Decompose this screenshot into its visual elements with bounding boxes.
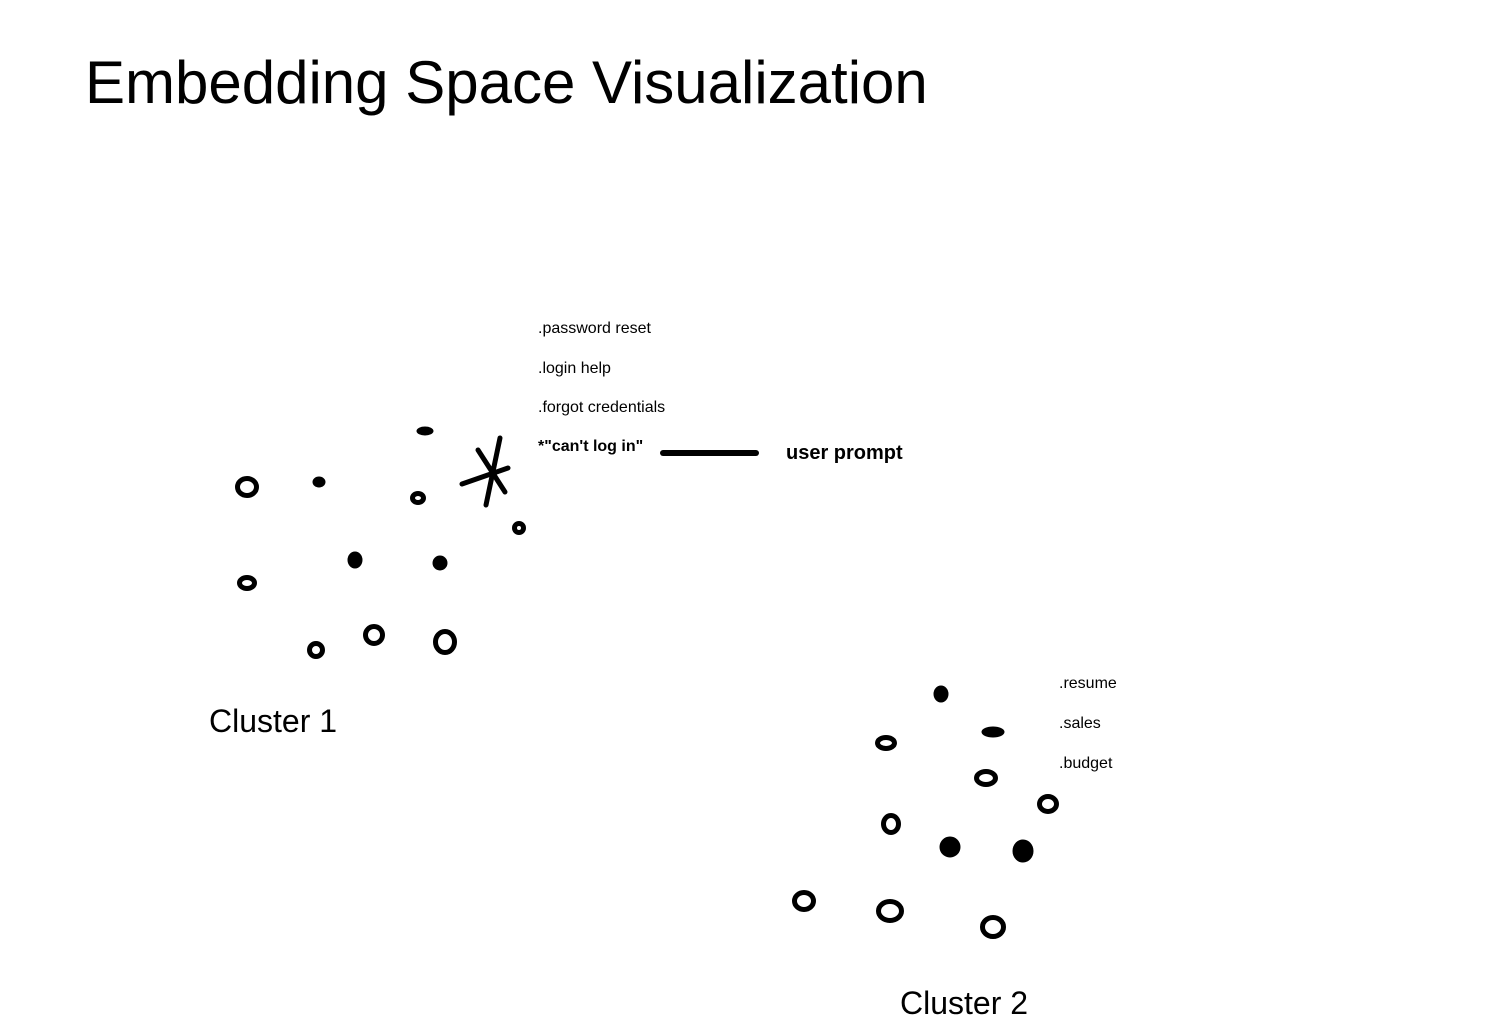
embedding-point xyxy=(307,641,325,659)
user-prompt-text: *"can't log in" xyxy=(538,438,644,455)
embedding-canvas xyxy=(235,426,1059,939)
embedding-point xyxy=(875,735,897,751)
embedding-point xyxy=(1037,794,1059,814)
embedding-point xyxy=(433,629,457,655)
embedding-point xyxy=(876,899,904,923)
embedding-point xyxy=(1012,839,1034,863)
embedding-point xyxy=(416,426,434,436)
cluster2-item: .sales xyxy=(1059,715,1101,732)
user-prompt-star-icon xyxy=(459,435,511,508)
embedding-point xyxy=(432,555,448,571)
embedding-point xyxy=(237,575,257,591)
embedding-point xyxy=(881,813,901,835)
user-prompt-label: user prompt xyxy=(786,442,903,464)
cluster2-item: .budget xyxy=(1059,755,1113,772)
embedding-point xyxy=(410,491,426,505)
embedding-point xyxy=(933,685,949,703)
cluster1-item: .password reset xyxy=(538,320,651,337)
page-title: Embedding Space Visualization xyxy=(85,49,928,116)
embedding-point xyxy=(981,726,1005,738)
embedding-point xyxy=(512,521,526,535)
embedding-point xyxy=(980,915,1006,939)
cluster2-item: .resume xyxy=(1059,675,1117,692)
embedding-point xyxy=(235,476,259,498)
embedding-point xyxy=(312,476,326,488)
embedding-point xyxy=(939,836,961,858)
embedding-point xyxy=(347,551,363,569)
cluster1-label: Cluster 1 xyxy=(209,703,338,739)
cluster1-item: .forgot credentials xyxy=(538,399,666,416)
embedding-point xyxy=(792,890,816,912)
cluster1-item: .login help xyxy=(538,360,611,377)
embedding-point xyxy=(363,624,385,646)
embedding-point xyxy=(974,769,998,787)
